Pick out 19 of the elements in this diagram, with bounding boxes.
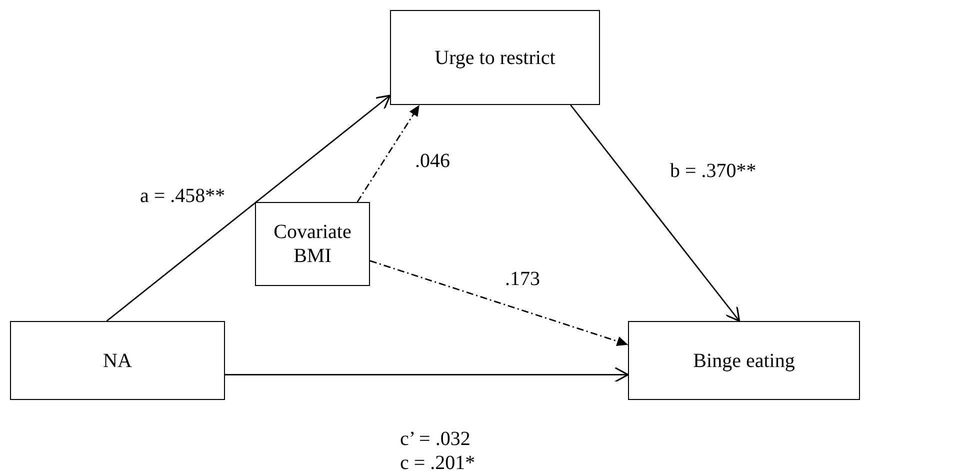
variable-box [10, 321, 225, 400]
variable-name: NA [103, 348, 132, 372]
path-coefficient: b = .370** [670, 160, 756, 182]
arrow [106, 94, 391, 322]
variable-name: Urge to restrict [434, 46, 556, 70]
variable-box [390, 10, 600, 105]
arrow [356, 104, 420, 202]
variable-name: Binge eating [693, 348, 795, 372]
variable-box [255, 202, 370, 286]
arrow [225, 366, 629, 382]
variable-name: Covariate BMI [272, 220, 352, 268]
arrow [570, 104, 740, 322]
path-coefficient: c’ = .032 [400, 428, 470, 450]
path-coefficient: a = .458** [140, 185, 226, 207]
path-coefficient: .046 [415, 150, 450, 172]
path-coefficient: c = .201* [400, 452, 476, 471]
arrow [370, 260, 628, 346]
path-coefficient: .173 [505, 268, 540, 290]
variable-box [628, 321, 860, 400]
